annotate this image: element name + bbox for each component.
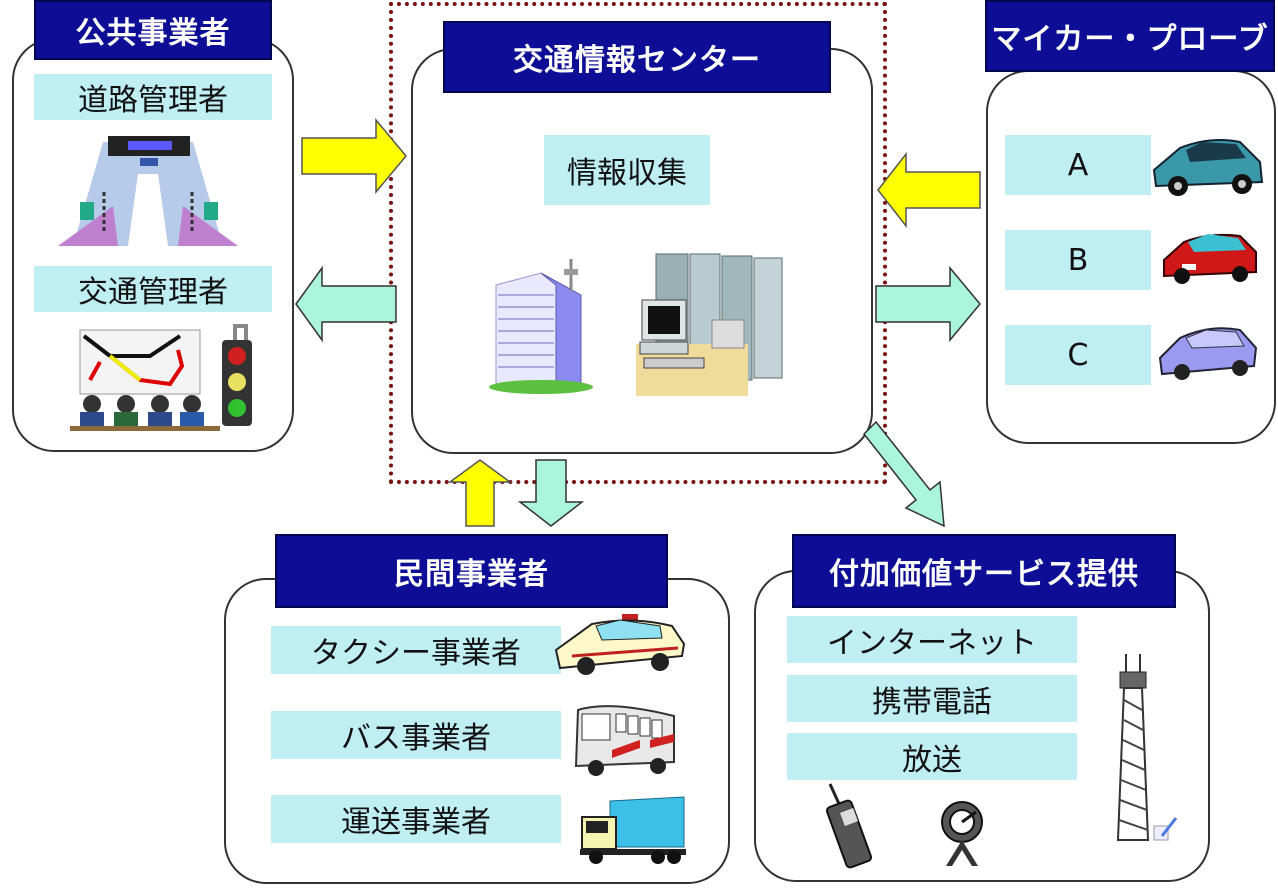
road-manager-label: 道路管理者 — [34, 74, 272, 120]
info-collection-label: 情報収集 — [544, 135, 710, 205]
broadcast-label: 放送 — [787, 733, 1077, 780]
arrow-private-to-center — [447, 459, 513, 527]
arrow-center-to-value-added — [862, 420, 945, 528]
bus-operator-label: バス事業者 — [271, 711, 561, 759]
mobile-phone-label: 携帯電話 — [787, 675, 1077, 722]
arrow-center-to-private — [517, 459, 585, 527]
mobile-phone-icon — [825, 783, 873, 869]
taxi-icon — [554, 614, 686, 675]
probe-a-label: A — [1005, 135, 1151, 195]
freight-operator-label: 運送事業者 — [271, 795, 561, 843]
toll-gate-icon — [58, 136, 238, 246]
probe-b-label: B — [1005, 230, 1151, 290]
server-computer-icon — [636, 253, 783, 396]
center-header: 交通情報センター — [443, 21, 831, 93]
public-operators-header: 公共事業者 — [34, 0, 272, 60]
mycar-probe-header: マイカー・プローブ — [985, 0, 1275, 72]
private-operators-header: 民間事業者 — [275, 534, 668, 608]
arrow-public-to-center — [301, 117, 407, 195]
arrow-center-to-probe — [875, 265, 981, 343]
broadcast-tower-icon — [1116, 654, 1178, 841]
arrow-center-to-public — [295, 265, 397, 343]
probe-c-label: C — [1005, 325, 1151, 385]
office-building-icon — [489, 259, 593, 394]
truck-icon — [580, 796, 686, 864]
satellite-dish-icon — [941, 801, 983, 866]
taxi-operator-label: タクシー事業者 — [271, 626, 561, 674]
value-added-header: 付加価値サービス提供 — [792, 534, 1176, 608]
blue-car-icon — [1158, 327, 1258, 380]
bus-icon — [574, 705, 675, 776]
traffic-manager-label: 交通管理者 — [34, 266, 272, 312]
teal-car-icon — [1152, 139, 1264, 196]
arrow-probe-to-center — [877, 151, 981, 229]
internet-label: インターネット — [787, 616, 1077, 663]
center-boundary — [389, 2, 887, 484]
red-car-icon — [1163, 233, 1257, 284]
traffic-control-room-icon — [70, 324, 252, 431]
